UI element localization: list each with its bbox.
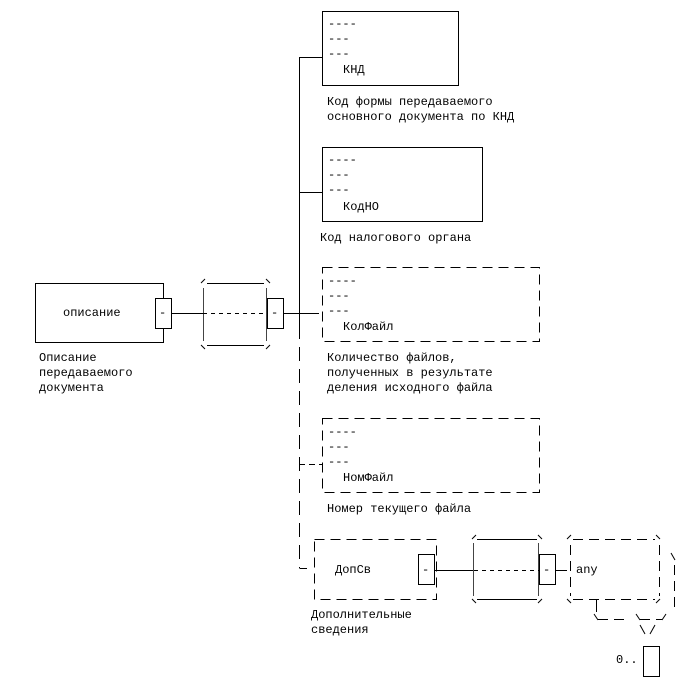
- attr-mark-3: ---: [328, 455, 350, 469]
- sequence-2-connector-box: [539, 554, 556, 585]
- any-element-name[interactable]: any: [576, 563, 598, 577]
- element-box-dopsv: [314, 539, 437, 600]
- attr-mark-3: ---: [328, 304, 350, 318]
- attr-mark-3: ---: [328, 47, 350, 61]
- element-description-kodno: Код налогового органа: [320, 231, 472, 245]
- sequence-connector-box: [267, 298, 284, 329]
- dopsv-connector-box: [418, 554, 435, 585]
- element-name-knd[interactable]: КНД: [343, 63, 365, 77]
- dopsv-connector-minus[interactable]: -: [422, 563, 430, 577]
- sequence-2-connector-minus[interactable]: -: [543, 563, 551, 577]
- attr-mark-1: ----: [328, 17, 357, 31]
- attr-mark-3: ---: [328, 183, 350, 197]
- element-box-nomfail: [322, 418, 540, 493]
- sequence-compositor-2: [471, 534, 543, 604]
- sequence-connector-minus[interactable]: -: [271, 306, 279, 320]
- root-connector-box: [155, 298, 172, 329]
- element-description-knd-2: основного документа по КНД: [327, 110, 515, 124]
- attr-mark-1: ----: [328, 274, 357, 288]
- attr-mark-2: ---: [328, 168, 350, 182]
- element-description-kolfail-1: Количество файлов,: [327, 351, 457, 365]
- attr-mark-1: ----: [328, 425, 357, 439]
- element-description-nomfail: Номер текущего файла: [327, 502, 472, 516]
- attr-mark-2: ---: [328, 32, 350, 46]
- element-description-kolfail-3: деления исходного файла: [327, 381, 493, 395]
- cardinality-box: [643, 646, 660, 677]
- element-name-dopsv[interactable]: ДопСв: [335, 563, 372, 577]
- element-description-dopsv-1: Дополнительные: [311, 608, 412, 622]
- attr-mark-2: ---: [328, 440, 350, 454]
- root-description-line-2: передаваемого: [39, 366, 133, 380]
- element-name-nomfail[interactable]: НомФайл: [343, 471, 394, 485]
- element-description-kolfail-2: полученных в результате: [327, 366, 493, 380]
- any-element-shape: [570, 539, 660, 600]
- element-box-kodno: [322, 147, 483, 222]
- root-description-line-3: документа: [39, 381, 104, 395]
- element-name-kodno[interactable]: КодНО: [343, 200, 380, 214]
- element-description-knd-1: Код формы передаваемого: [327, 95, 493, 109]
- element-description-dopsv-2: сведения: [311, 623, 369, 637]
- element-name-kolfail[interactable]: КолФайл: [343, 320, 394, 334]
- root-connector-minus[interactable]: -: [159, 306, 167, 320]
- root-element-name[interactable]: описание: [63, 306, 121, 320]
- element-box-knd: [322, 11, 459, 86]
- attr-mark-1: ----: [328, 153, 357, 167]
- attr-mark-2: ---: [328, 289, 350, 303]
- sequence-compositor: [200, 278, 271, 350]
- root-description-line-1: Описание: [39, 351, 97, 365]
- any-cardinality: 0..: [616, 653, 638, 667]
- element-box-kolfail: [322, 267, 540, 342]
